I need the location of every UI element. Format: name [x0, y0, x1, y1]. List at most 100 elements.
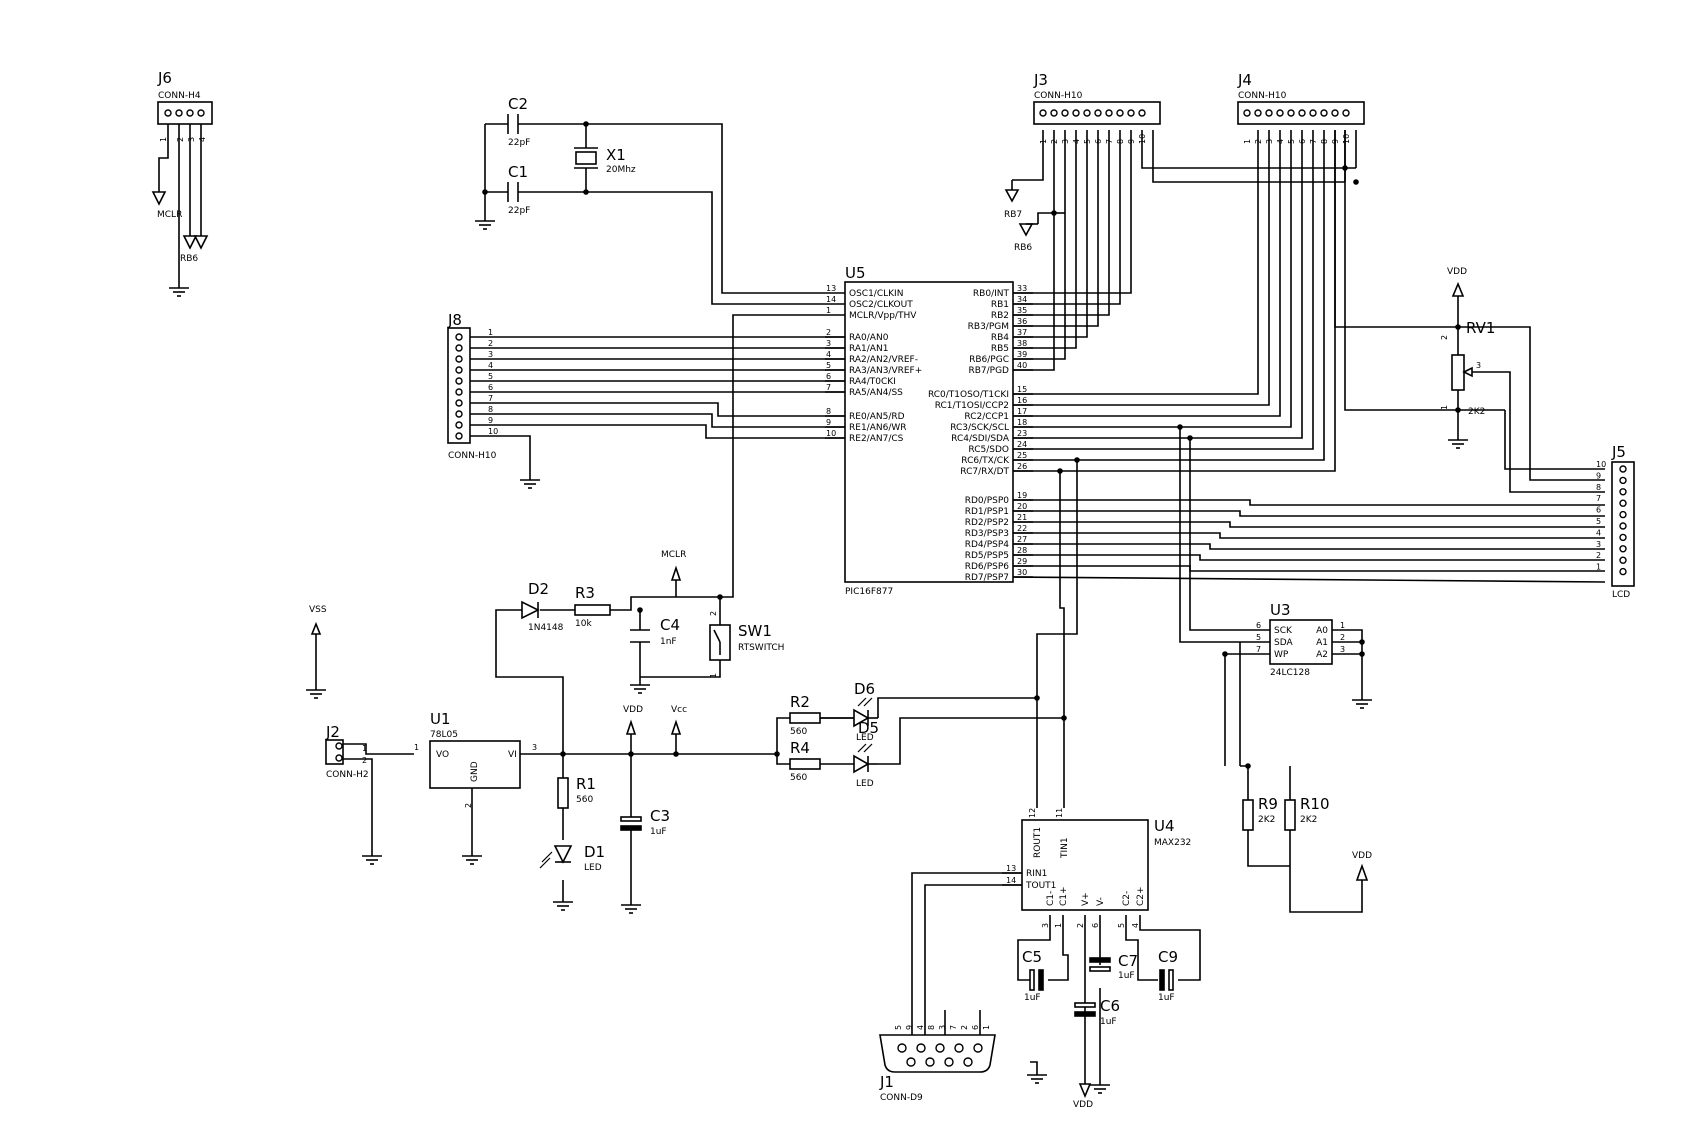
svg-text:J8: J8 — [447, 311, 462, 329]
j5-pin — [1619, 533, 1627, 542]
u5-pin-label: RC3/SCK/SCL — [950, 423, 1009, 433]
u5-pin-label: RC1/T1OSI/CCP2 — [935, 401, 1009, 411]
svg-text:1: 1 — [414, 743, 419, 752]
j1-pin — [963, 1057, 973, 1067]
capacitor-c5: C5 1uF — [1022, 948, 1044, 1003]
u5-pin-number: 27 — [1017, 535, 1027, 544]
u4-pin-label: RIN1 — [1026, 869, 1047, 879]
j4-pin-number: 6 — [1298, 139, 1307, 144]
u5-pin-label: RD5/PSP5 — [965, 551, 1009, 561]
ground-symbols — [169, 220, 1468, 1094]
u3-pin-number: 1 — [1340, 621, 1345, 630]
u5-pin-label: RC6/TX/CK — [961, 456, 1010, 466]
junctions — [482, 121, 1461, 769]
j3-pin-number: 2 — [1050, 139, 1059, 144]
u4-pin-label: V+ — [1081, 892, 1091, 906]
j3-pin — [1138, 109, 1146, 117]
j1-pin — [973, 1043, 983, 1053]
svg-text:RV1: RV1 — [1466, 319, 1495, 337]
j3-pin — [1094, 109, 1102, 117]
resistor-r4: R4 560 — [789, 739, 821, 783]
u5-pin-label: RE2/AN7/CS — [849, 434, 904, 444]
j5-pin-number: 10 — [1596, 460, 1606, 469]
u5-pin-number: 3 — [826, 339, 831, 348]
u5-pin-label: RC0/T1OSO/T1CKI — [928, 390, 1009, 400]
u5-pin-number: 28 — [1017, 546, 1027, 555]
j3-pin — [1105, 109, 1113, 117]
u5-pin-number: 10 — [826, 429, 836, 438]
u5-pin-label: RA3/AN3/VREF+ — [849, 366, 922, 376]
j4-pin — [1254, 109, 1262, 117]
j5-pin — [1619, 488, 1627, 496]
svg-text:J4: J4 — [1237, 71, 1252, 89]
svg-text:560: 560 — [576, 795, 593, 805]
j4-pin — [1331, 109, 1339, 117]
j5-pin-number: 6 — [1596, 506, 1601, 515]
u4-pin-number: 6 — [1091, 923, 1100, 928]
potentiometer-rv1: RV1 2 3 1 2K2 — [1440, 319, 1495, 417]
u5-pin-label: RA5/AN4/SS — [849, 388, 903, 398]
resistor-r9: R9 2K2 — [1242, 795, 1278, 831]
j8-pin-number: 7 — [488, 394, 493, 403]
svg-text:MCLR: MCLR — [661, 550, 686, 560]
u5-pin-number: 38 — [1017, 339, 1027, 348]
u5-pin-label: RB7/PGD — [968, 366, 1009, 376]
ic-u4: U4 MAX232 ROUT112TIN111RIN113TOUT114C1-3… — [1002, 808, 1191, 928]
u5-pin-number: 18 — [1017, 418, 1027, 427]
j1-pin — [925, 1057, 935, 1067]
svg-text:X1: X1 — [606, 146, 626, 164]
svg-text:3: 3 — [187, 137, 196, 142]
j5-pin — [1619, 522, 1627, 530]
j8-pin — [455, 399, 463, 407]
u5-pin-label: RA4/T0CKI — [849, 377, 896, 387]
svg-text:1: 1 — [709, 673, 718, 678]
j3-pin — [1127, 109, 1135, 117]
u5-pin-label: RC5/SDO — [968, 445, 1009, 455]
svg-text:C9: C9 — [1158, 948, 1178, 966]
svg-text:J1: J1 — [879, 1073, 894, 1091]
svg-text:24LC128: 24LC128 — [1270, 668, 1310, 678]
svg-text:C6: C6 — [1100, 997, 1120, 1015]
j4-pin-number: 4 — [1276, 139, 1285, 144]
j3-pin-number: 8 — [1116, 139, 1125, 144]
j4-pin-number: 10 — [1342, 134, 1351, 144]
svg-text:CONN-D9: CONN-D9 — [880, 1093, 923, 1103]
svg-text:U4: U4 — [1154, 817, 1175, 835]
svg-text:VDD: VDD — [1447, 267, 1467, 277]
svg-text:2K2: 2K2 — [1468, 407, 1485, 417]
j5-pin — [1619, 510, 1627, 519]
j1-pin-number: 5 — [894, 1025, 903, 1030]
j5-pin-number: 9 — [1596, 471, 1601, 480]
j1-pin-number: 6 — [971, 1025, 980, 1030]
u5-pin-number: 34 — [1017, 295, 1027, 304]
u5-pin-number: 17 — [1017, 407, 1027, 416]
j3-pin-number: 9 — [1127, 139, 1136, 144]
svg-text:RB6: RB6 — [180, 254, 198, 264]
j8-pin — [455, 410, 463, 418]
u5-pin-number: 29 — [1017, 557, 1027, 566]
u5-pin-label: RD0/PSP0 — [965, 496, 1010, 506]
vdd-supply-c6 — [1078, 1083, 1092, 1099]
j3-pin-number: 3 — [1061, 139, 1070, 144]
svg-text:1N4148: 1N4148 — [528, 623, 564, 633]
u5-pin-label: RD6/PSP6 — [965, 562, 1010, 572]
j4-pin-number: 5 — [1287, 139, 1296, 144]
svg-text:C1: C1 — [508, 163, 528, 181]
svg-text:PIC16F877: PIC16F877 — [845, 587, 893, 597]
u5-pin-number: 20 — [1017, 502, 1027, 511]
u5-pin-label: RD2/PSP2 — [965, 518, 1009, 528]
led-d6: D6 LED — [853, 680, 878, 743]
svg-text:10k: 10k — [575, 619, 592, 629]
u5-pin-label: OSC2/CLKOUT — [849, 300, 913, 310]
u4-pin-number: 11 — [1055, 808, 1064, 818]
j8-pin — [455, 421, 463, 429]
capacitor-c7: C7 1uF — [1089, 952, 1138, 981]
u5-pin-number: 4 — [826, 350, 831, 359]
u5-pin-label: RB0/INT — [973, 289, 1010, 299]
u5-pin-label: RC2/CCP1 — [964, 412, 1009, 422]
j5-pin-number: 5 — [1596, 517, 1601, 526]
